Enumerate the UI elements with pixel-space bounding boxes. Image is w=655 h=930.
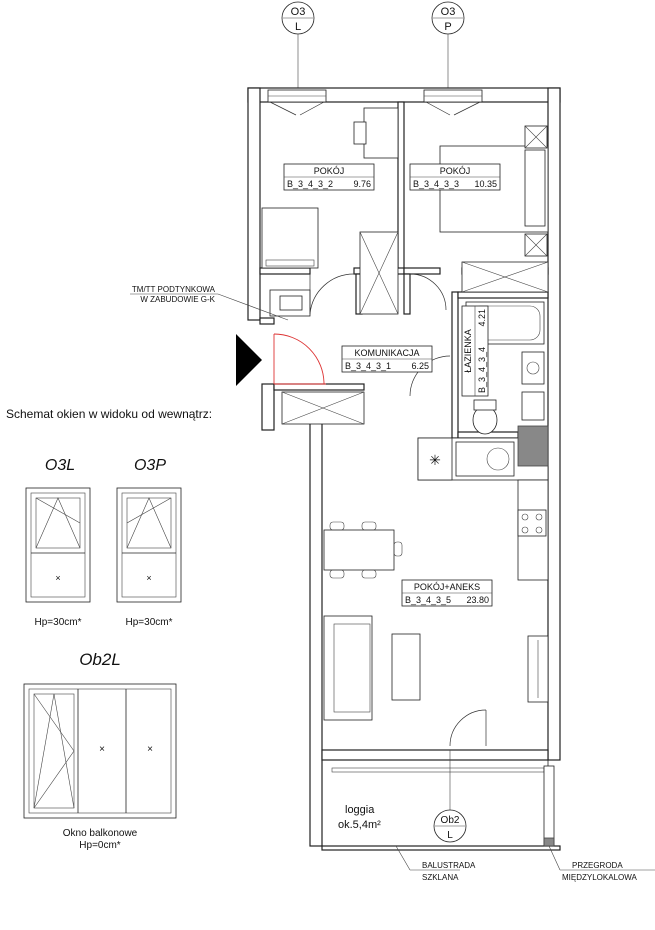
room-area: 6.25 [411,361,429,371]
outer-walls [247,87,561,851]
ob2l-window-diagram: × × [23,683,177,819]
svg-text:×: × [99,744,105,755]
window-schema: Schemat okien w widoku od wewnątrz: O3L … [6,407,212,851]
loggia: loggia ok.5,4m² [321,759,555,847]
room-name: POKÓJ [314,166,345,176]
room-code: B_3_4_3_4 [477,347,487,393]
o3p-label: O3P [134,457,166,474]
room-code: B_3_4_3_2 [287,179,333,189]
o3l-hp: Hp=30cm* [35,617,82,628]
o3p-window-diagram: × [116,487,182,603]
room-label-bathroom: ŁAZIENKA B_3_4_3_4 4.21 [461,305,489,397]
window-tag-line2: L [295,21,301,33]
room-name: POKÓJ+ANEKS [414,582,480,592]
loggia-line1: loggia [345,804,375,816]
bedroom2-furniture [439,125,549,293]
svg-text:×: × [146,573,151,583]
ob2l-caption: Okno balkonowe [63,828,138,839]
living-furniture [323,521,549,721]
room-code: B_3_4_3_1 [345,361,391,371]
room-name: POKÓJ [440,166,471,176]
room-label-living: POKÓJ+ANEKS B_3_4_3_5 23.80 [401,579,493,607]
window-tag-line2: P [444,21,451,33]
przegroda-line2: MIĘDZYLOKALOWA [562,873,637,882]
balustrada-line1: BALUSTRADA [422,861,476,870]
room-name: ŁAZIENKA [463,329,473,373]
room-label-bedroom2: POKÓJ B_3_4_3_3 10.35 [409,163,501,191]
room-area: 9.76 [353,179,371,189]
tm-line1: TM/TT PODTYNKOWA [132,285,216,294]
window-tag-line2: L [447,830,453,841]
room-label-bedroom1: POKÓJ B_3_4_3_2 9.76 [283,163,375,191]
room-code: B_3_4_3_3 [413,179,459,189]
ob2l-hp: Hp=0cm* [79,840,121,851]
top-window-o3p [423,89,483,116]
window-tag-o3l-top: O3 L [281,1,315,88]
ob2l-label: Ob2L [79,650,121,669]
top-window-o3l [267,89,327,116]
annotation-tm-tt: TM/TT PODTYNKOWA W ZABUDOWIE G-K [130,285,289,321]
o3l-label: O3L [45,457,75,474]
window-tag-ob2l: Ob2 L [433,750,467,843]
bedroom1-furniture [261,107,399,317]
window-tag-line1: Ob2 [441,815,460,826]
svg-text:✳: ✳ [429,452,441,468]
o3p-hp: Hp=30cm* [126,617,173,628]
przegroda-line1: PRZEGRODA [572,861,623,870]
window-tag-line1: O3 [291,6,306,18]
kitchen-fixtures: ✳ [417,425,549,581]
room-name: KOMUNIKACJA [354,348,419,358]
entrance-arrow-icon [236,334,262,386]
room-area: 23.80 [466,595,489,605]
svg-text:×: × [55,573,60,583]
doors [273,273,487,747]
balustrada-line2: SZKLANA [422,873,459,882]
schema-title: Schemat okien w widoku od wewnątrz: [6,407,212,421]
window-tag-line1: O3 [441,6,456,18]
window-tag-o3p-top: O3 P [431,1,465,88]
svg-text:×: × [147,744,153,755]
loggia-line2: ok.5,4m² [338,819,381,831]
o3l-window-diagram: × [25,487,91,603]
room-code: B_3_4_3_5 [405,595,451,605]
room-area: 10.35 [474,179,497,189]
annotation-przegroda: PRZEGRODA MIĘDZYLOKALOWA [548,845,655,882]
room-label-corridor: KOMUNIKACJA B_3_4_3_1 6.25 [341,345,433,373]
annotation-balustrada: BALUSTRADA SZKLANA [395,845,476,882]
corridor-wardrobe [281,391,365,425]
room-area: 4.21 [477,309,487,327]
tm-line2: W ZABUDOWIE G-K [140,295,215,304]
